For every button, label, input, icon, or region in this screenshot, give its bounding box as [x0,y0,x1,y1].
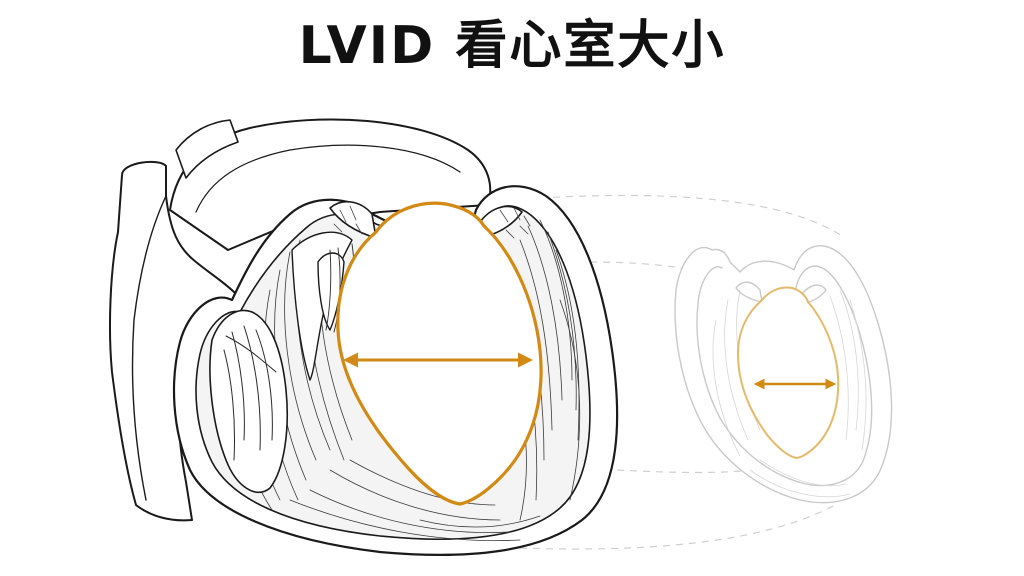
right-ventricle-chamber [209,309,289,494]
atrium-inner-line [195,144,461,213]
aorta-contour-line [131,195,167,501]
aortic-valve-cusp-left [329,201,377,239]
small-left-ventricle-cavity [737,286,840,459]
ghost-valve-cusp-left [735,281,763,303]
tricuspid-chordae [223,325,277,461]
valve-texture-left [333,205,363,235]
valve-texture-right [499,207,531,239]
guide-line-top [539,194,846,239]
pulmonary-stub [175,119,239,179]
guide-line-bottom [519,504,836,550]
ghost-heart-inner-wall [696,265,873,487]
diagram-title: LVID 看心室大小 [298,16,726,76]
